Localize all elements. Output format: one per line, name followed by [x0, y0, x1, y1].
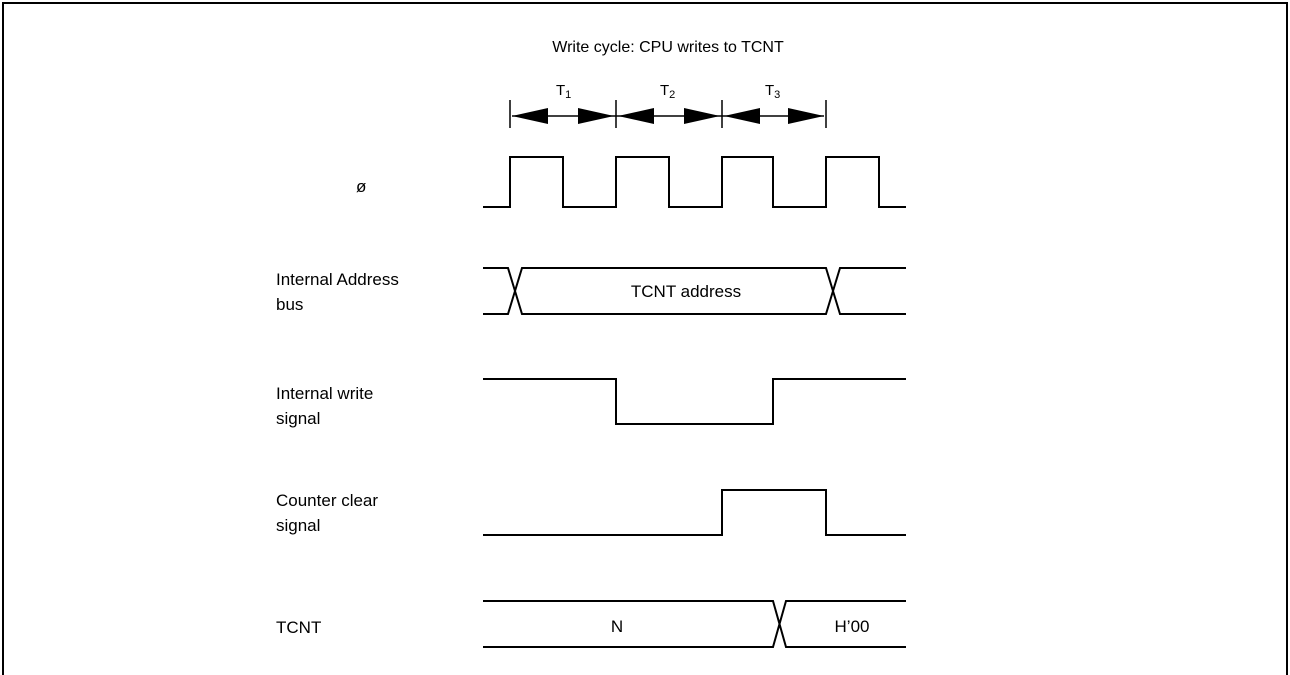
counter-clear-label-line2: signal [276, 516, 320, 535]
write-signal-label: Internal write [276, 384, 373, 403]
address-bus-label-line2: bus [276, 295, 303, 314]
phase-label-t2: T2 [660, 82, 675, 101]
arrowhead-left [618, 108, 654, 124]
phase-label-t1: T1 [556, 82, 571, 101]
clock-waveform [483, 156, 906, 208]
counter-clear-label: Counter clear [276, 491, 378, 510]
tcnt-label: TCNT [276, 618, 321, 637]
address-bus-label: Internal Address [276, 270, 399, 289]
arrowhead-left [512, 108, 548, 124]
address-bus-value: TCNT address [631, 282, 741, 301]
tcnt-waveform [483, 600, 906, 648]
address-bus-waveform [483, 267, 906, 315]
phase-label-t3: T3 [765, 82, 780, 101]
write-signal-waveform [483, 378, 906, 425]
arrowhead-right [578, 108, 614, 124]
arrowhead-right [788, 108, 824, 124]
diagram-title: Write cycle: CPU writes to TCNT [552, 39, 784, 56]
clock-label: ø [356, 177, 366, 196]
counter-clear-waveform [483, 489, 906, 536]
tcnt-value-before: N [611, 617, 623, 636]
write-signal-label-line2: signal [276, 409, 320, 428]
arrowhead-left [724, 108, 760, 124]
tcnt-value-after: H’00 [835, 617, 870, 636]
phase-markers: T1 T2 T3 [509, 82, 827, 128]
arrowhead-right [684, 108, 720, 124]
